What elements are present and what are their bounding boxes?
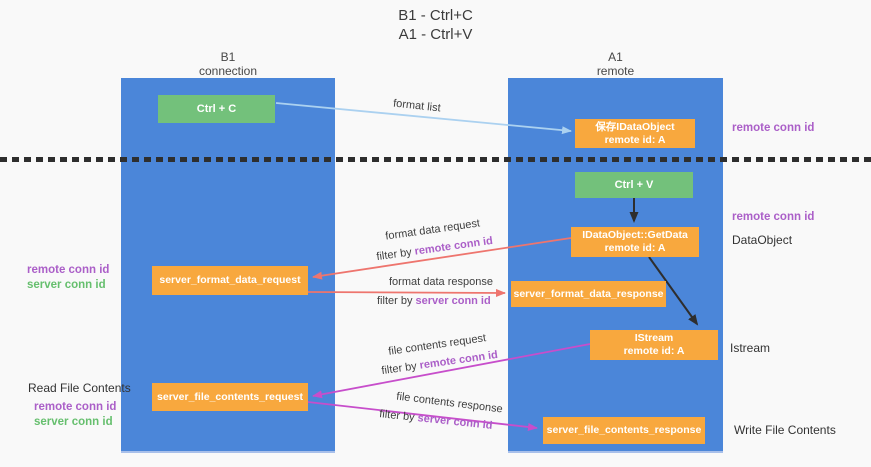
server-format-data-response-node: server_format_data_response [511, 281, 666, 307]
filter-by-text-4: filter by [378, 408, 419, 425]
remote-conn-id-label-top-right: remote conn id [732, 122, 815, 134]
server-conn-id-highlight-1: server conn id [415, 295, 491, 307]
remote-conn-id-highlight-1: remote conn id [413, 234, 494, 258]
ctrl-c-label: Ctrl + C [196, 102, 237, 115]
istream-side-label: Istream [730, 341, 771, 355]
read-file-contents-label: Read File Contents [28, 381, 131, 395]
getdata-line2: remote id: A [604, 242, 666, 254]
lane-header-b1: B1 connection [121, 50, 335, 78]
istream-line2: remote id: A [623, 345, 685, 357]
save-dataobject-line1: 保存IDataObject [595, 120, 675, 133]
format-data-response-arrow [307, 288, 506, 297]
server-file-contents-response-label: server_file_contents_response [546, 424, 702, 436]
title-line-1: B1 - Ctrl+C [398, 7, 473, 24]
filter-by-text-2: filter by [377, 295, 416, 307]
remote-conn-id-label-left-2: remote conn id [34, 401, 117, 413]
server-conn-id-highlight-2: server conn id [416, 412, 494, 432]
save-dataobject-node: 保存IDataObject remote id: A [575, 119, 695, 148]
remote-conn-id-highlight-2: remote conn id [418, 348, 499, 372]
diagram-title: B1 - Ctrl+C A1 - Ctrl+V [0, 6, 871, 44]
dataobject-label: DataObject [732, 233, 793, 247]
server-format-data-response-label: server_format_data_response [513, 287, 664, 300]
ctrl-v-node: Ctrl + V [575, 172, 693, 198]
write-file-contents-label: Write File Contents [734, 423, 836, 437]
getdata-line1: IDataObject::GetData [582, 229, 688, 241]
lane-header-a1-name: A1 [608, 50, 623, 64]
remote-conn-id-label-left-1: remote conn id [27, 264, 110, 276]
format-data-response-annotation: format data response [389, 276, 493, 288]
server-conn-id-label-left-2: server conn id [34, 416, 113, 428]
save-dataobject-line2: remote id: A [604, 133, 666, 146]
lane-header-a1: A1 remote [508, 50, 723, 78]
ctrl-v-label: Ctrl + V [614, 178, 654, 191]
lane-header-b1-role: connection [198, 64, 258, 78]
lane-header-a1-role: remote [596, 64, 635, 78]
remote-conn-id-label-mid-right: remote conn id [732, 211, 815, 223]
server-format-data-request-node: server_format_data_request [152, 266, 308, 295]
server-conn-id-label-left-1: server conn id [27, 279, 106, 291]
title-line-2: A1 - Ctrl+V [398, 26, 473, 43]
format-list-annotation: format list [392, 97, 442, 115]
getdata-node: IDataObject::GetData remote id: A [571, 227, 699, 257]
server-file-contents-response-node: server_file_contents_response [543, 417, 705, 444]
dashed-separator-line [0, 157, 871, 162]
filter-by-server-conn-id-annotation-1: filter by server conn id [377, 295, 491, 307]
server-file-contents-request-label: server_file_contents_request [157, 390, 303, 403]
ctrl-c-node: Ctrl + C [158, 95, 275, 123]
lane-header-b1-name: B1 [220, 50, 236, 64]
istream-node: IStream remote id: A [590, 330, 718, 360]
server-file-contents-request-node: server_file_contents_request [152, 383, 308, 411]
istream-line1: IStream [634, 332, 674, 344]
filter-by-text-3: filter by [380, 359, 421, 378]
server-format-data-request-label: server_format_data_request [159, 274, 301, 286]
filter-by-text-1: filter by [375, 245, 416, 264]
